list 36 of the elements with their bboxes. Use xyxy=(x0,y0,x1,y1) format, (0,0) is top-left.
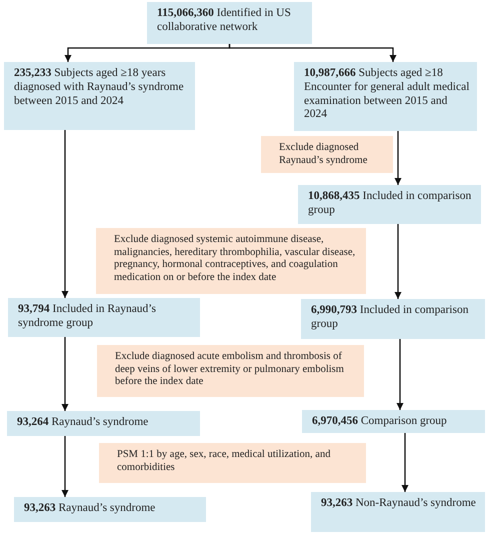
arrow xyxy=(62,130,68,298)
arrow xyxy=(394,224,402,299)
arrow xyxy=(394,131,402,185)
process-box xyxy=(311,492,485,532)
process-box xyxy=(4,62,195,130)
box-text: 235,233 Subjects aged ≥18 years diagnosed with Raynaud’s syndrome between 2015 and 2024 xyxy=(14,67,185,108)
process-box xyxy=(298,185,481,224)
exclusion-box xyxy=(261,136,393,173)
box-text: 6,990,793 Included in comparison group xyxy=(311,304,470,332)
box-text: 10,987,666 Subjects aged ≥18 Encounter for general adult medical examination between 2015 and 2024 xyxy=(304,67,470,122)
process-box xyxy=(7,411,200,436)
box-text: 93,264 Raynaud’s syndrome xyxy=(17,416,150,430)
process-box xyxy=(147,2,312,44)
process-box xyxy=(8,298,200,337)
arrow xyxy=(402,433,408,492)
box-text: Exclude diagnosed acute embolism and thrombosis of deep veins of lower extremity or pulmonary embolism before the index date xyxy=(115,351,345,389)
box-text: 93,263 Non-Raynaud’s syndrome xyxy=(321,497,477,511)
arrow xyxy=(396,339,404,410)
box-text: 93,263 Raynaud’s syndrome xyxy=(24,502,156,516)
box-text: 10,868,435 Included in comparison group xyxy=(308,190,472,218)
box-text: Exclude diagnosed systemic autoimmune disease, malignancies, hereditary thrombophilia, vascular disease, pregnancy, hormonal contraceptives, and coagulation medication on or before the index date xyxy=(114,234,356,284)
arrow xyxy=(228,44,396,62)
process-box xyxy=(302,410,485,433)
arrow xyxy=(62,337,68,411)
process-box xyxy=(14,497,206,522)
box-text: Exclude diagnosed Raynaud’s syndrome xyxy=(279,142,368,168)
box-text: 93,794 Included in Raynaud’s syndrome group xyxy=(18,303,157,331)
exclusion-box xyxy=(99,443,366,483)
box-text: 6,970,456 Comparison group xyxy=(312,415,448,429)
box-text: PSM 1:1 by age, sex, race, medical utilization, and comorbidities xyxy=(117,449,332,474)
box-text: 115,066,360 Identified in US collaborative network xyxy=(157,7,292,35)
arrow xyxy=(62,436,68,497)
exclusion-box xyxy=(97,345,364,397)
process-box xyxy=(294,62,477,131)
exclusion-box xyxy=(96,228,366,294)
process-box xyxy=(301,299,485,339)
